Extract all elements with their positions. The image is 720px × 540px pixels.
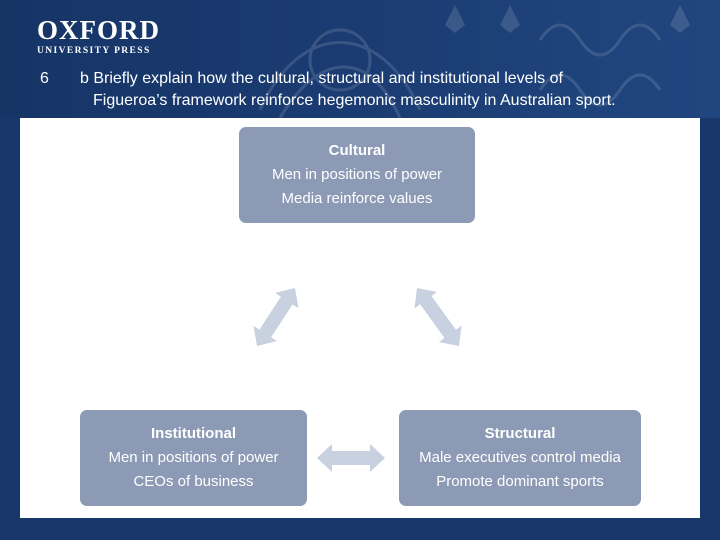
- cultural-line-1: Men in positions of power: [271, 166, 443, 183]
- cultural-box: Cultural Men in positions of power Media…: [239, 127, 475, 223]
- structural-line-1: Male executives control media: [419, 449, 621, 466]
- arrow-cultural-structural-double-arrow-icon: [414, 288, 462, 346]
- structural-line-2: Promote dominant sports: [436, 473, 604, 490]
- institutional-title: Institutional: [151, 425, 236, 442]
- oxford-logo: OXFORD UNIVERSITY PRESS: [37, 16, 160, 57]
- institutional-line-1: Men in positions of power: [108, 449, 279, 466]
- slide-header: OXFORD UNIVERSITY PRESS 6 b Briefly expl…: [0, 0, 720, 118]
- decorative-ornament-icon: [258, 5, 690, 118]
- arrow-institutional-structural-double-arrow-icon: [317, 444, 385, 472]
- diagram-arrows: [253, 288, 462, 472]
- arrow-cultural-institutional-double-arrow-icon: [253, 288, 299, 346]
- cultural-line-2: Media reinforce values: [281, 190, 433, 207]
- logo-wordmark: OXFORD: [37, 15, 160, 45]
- cultural-title: Cultural: [328, 142, 386, 159]
- institutional-line-2: CEOs of business: [133, 473, 254, 490]
- structural-title: Structural: [484, 425, 556, 442]
- diagram-panel: Cultural Men in positions of power Media…: [20, 118, 700, 518]
- logo-subtitle: UNIVERSITY PRESS: [37, 46, 151, 56]
- question-line-1: b Briefly explain how the cultural, stru…: [80, 70, 563, 87]
- institutional-box: Institutional Men in positions of power …: [80, 410, 307, 506]
- question-number: 6: [40, 70, 49, 87]
- question-line-2: Figueroa’s framework reinforce hegemonic…: [93, 92, 616, 109]
- structural-box: Structural Male executives control media…: [399, 410, 641, 506]
